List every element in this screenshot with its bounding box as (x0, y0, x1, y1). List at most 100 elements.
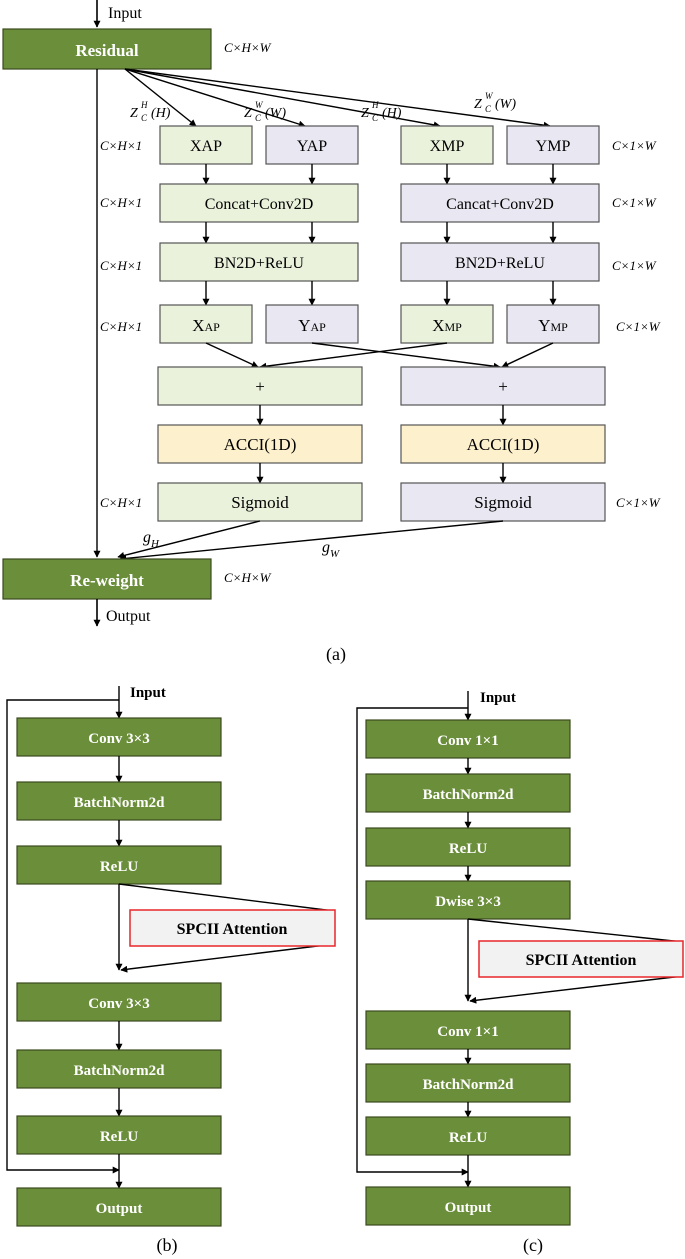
svg-text:C: C (141, 113, 148, 123)
panel-a: Input Residual C×H×W Z H C (H) Z W C (W)… (2, 0, 661, 665)
svg-text:H: H (140, 100, 148, 110)
skip-loop-c (356, 707, 469, 1176)
reweight-label: Re-weight (70, 571, 144, 590)
attn-out-b (120, 943, 335, 973)
y-mp-box (506, 304, 600, 344)
dim-reweight: C×H×W (224, 570, 272, 585)
dim-residual: C×H×W (224, 40, 272, 55)
x-ap-box (159, 304, 253, 344)
dim-row7-left: C×H×1 (100, 495, 142, 510)
panel-c: Input Conv 1×1 BatchNorm2d ReLU Dwise 3×… (356, 690, 684, 1256)
conv2-box-c (365, 1010, 571, 1050)
y-ap-label: YAP (298, 316, 326, 335)
svg-text:Z: Z (244, 106, 252, 121)
z-label-4: Z W C (W) (474, 91, 516, 114)
svg-text:C: C (255, 113, 262, 123)
dim-row1-right: C×1×W (612, 138, 657, 153)
input-label-b: Input (130, 685, 166, 701)
dim-row3-right: C×1×W (612, 258, 657, 273)
cross-arrow-3 (259, 342, 448, 370)
dim-row1-left: C×H×1 (100, 138, 142, 153)
conv2-label-b: Conv 3×3 (88, 996, 149, 1012)
sigmoid-label-right: Sigmoid (474, 493, 532, 512)
gw-line (119, 520, 504, 562)
caption-c: (c) (523, 1235, 543, 1256)
bn2-box-c (365, 1063, 571, 1103)
bn-relu-label-right: BN2D+ReLU (455, 255, 545, 272)
concat-conv-box-right (400, 183, 600, 223)
xmp-box (400, 125, 494, 165)
cross-arrow-2 (311, 342, 501, 370)
svg-text:W: W (255, 100, 264, 110)
x-ap-label: XAP (192, 316, 220, 335)
x-mp-label: XMP (432, 316, 462, 335)
xmp-label: XMP (430, 138, 465, 155)
sigmoid-box-right (400, 482, 606, 522)
bn1-label-b: BatchNorm2d (74, 795, 165, 811)
relu2-label-b: ReLU (100, 1129, 138, 1145)
conv1-box-c (365, 719, 571, 759)
conv1-box-b (16, 717, 222, 757)
bn1-box-b (16, 781, 222, 821)
yap-label: YAP (297, 138, 327, 155)
xap-label: XAP (190, 138, 222, 155)
output-label-b: Output (96, 1201, 143, 1217)
svg-text:H: H (371, 100, 379, 110)
svg-text:Z: Z (474, 97, 482, 112)
svg-text:Z: Z (130, 106, 138, 121)
spcii-attention-box-c (478, 940, 684, 978)
spcii-attention-label-b: SPCII Attention (177, 921, 288, 938)
bn2-label-c: BatchNorm2d (423, 1077, 514, 1093)
caption-a: (a) (326, 644, 346, 665)
sigmoid-label-left: Sigmoid (231, 493, 289, 512)
relu1-box-b (16, 845, 222, 885)
relu2-box-b (16, 1115, 222, 1155)
residual-box (2, 28, 212, 70)
spcii-attention-box-b (129, 909, 336, 947)
conv1-label-c: Conv 1×1 (437, 733, 498, 749)
fan-line-ymp (124, 68, 551, 129)
concat-conv-label-right: Cancat+Conv2D (446, 196, 554, 213)
panel-b: Input Conv 3×3 BatchNorm2d ReLU SPCII At… (6, 685, 336, 1256)
bn-relu-box-left (159, 242, 359, 282)
dim-row7-right: C×1×W (616, 495, 661, 510)
gh-label: gH (143, 529, 160, 550)
conv2-label-c: Conv 1×1 (437, 1024, 498, 1040)
relu1-label-c: ReLU (449, 841, 487, 857)
concat-conv-box-left (159, 183, 359, 223)
dim-row2-right: C×1×W (612, 195, 657, 210)
fan-line-xmp (124, 68, 441, 129)
svg-text:(W): (W) (495, 97, 516, 112)
svg-text:(H): (H) (151, 106, 171, 121)
gw-label: gW (322, 539, 340, 560)
bn2-box-b (16, 1049, 222, 1089)
y-ap-box (265, 304, 359, 344)
gh-line (117, 520, 261, 559)
concat-conv-label-left: Concat+Conv2D (205, 196, 314, 213)
spcii-attention-label-c: SPCII Attention (526, 952, 637, 969)
output-label-a: Output (106, 608, 151, 625)
xap-box (159, 125, 253, 165)
acci-label-left: ACCI(1D) (224, 435, 297, 454)
residual-label: Residual (75, 41, 139, 60)
input-label-a: Input (108, 5, 142, 22)
dim-row2-left: C×H×1 (100, 195, 142, 210)
bn-relu-box-right (400, 242, 600, 282)
svg-text:C: C (372, 113, 379, 123)
z-label-2: Z W C (W) (244, 100, 286, 123)
output-box-b (16, 1187, 222, 1227)
bn1-label-c: BatchNorm2d (423, 787, 514, 803)
cross-arrow-4 (501, 342, 554, 368)
attn-in-c (467, 918, 684, 943)
relu2-label-c: ReLU (449, 1130, 487, 1146)
plus-box-left (157, 366, 363, 406)
dwise-box-c (365, 880, 571, 920)
relu1-box-c (365, 827, 571, 867)
relu2-box-c (365, 1116, 571, 1156)
acci-label-right: ACCI(1D) (467, 435, 540, 454)
relu1-label-b: ReLU (100, 859, 138, 875)
input-label-c: Input (480, 690, 516, 706)
z-label-3: Z H C (H) (361, 100, 402, 123)
output-label-c: Output (445, 1200, 492, 1216)
attn-in-b (118, 883, 335, 912)
